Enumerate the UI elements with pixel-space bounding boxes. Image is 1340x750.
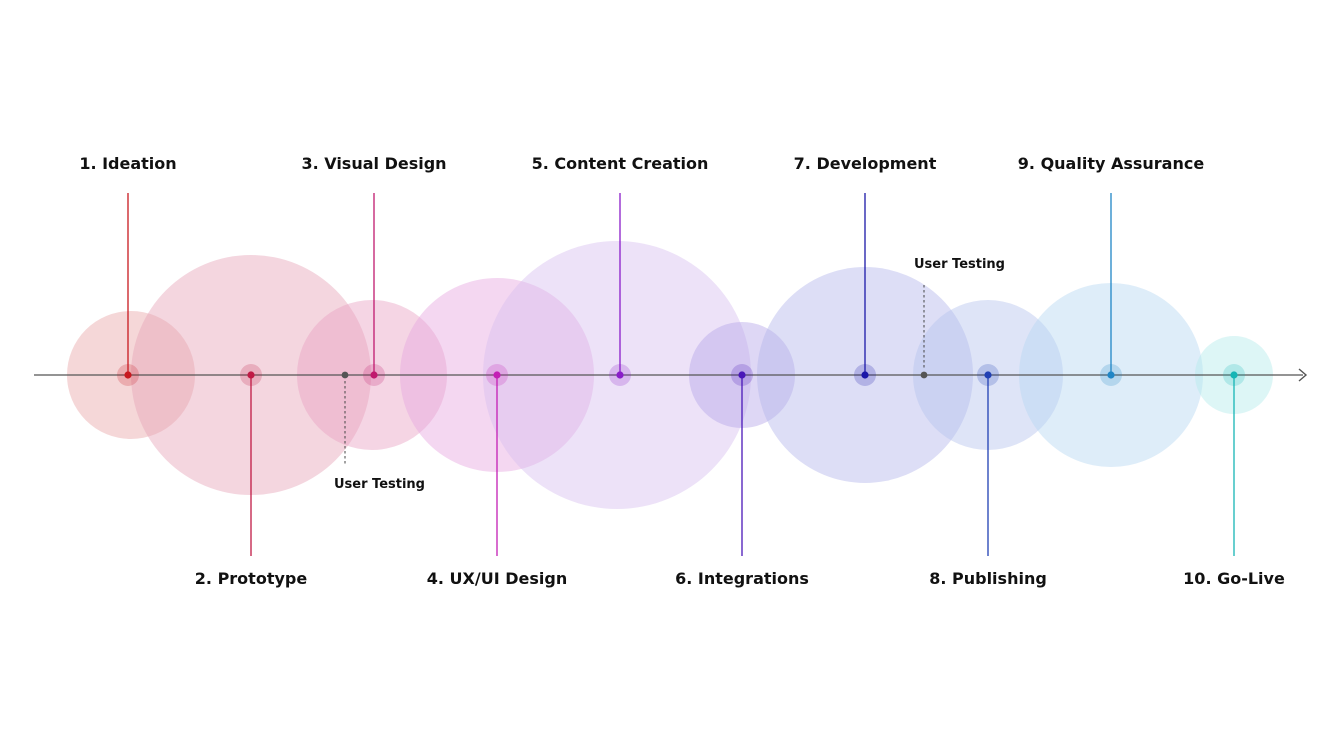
stage-label-10: 10. Go-Live xyxy=(1183,569,1285,588)
stage-label-9: 9. Quality Assurance xyxy=(1018,154,1205,173)
stage-marker-dot-10 xyxy=(1230,371,1238,379)
stage-labels: 1. Ideation 2. Prototype 3. Visual Design 4… xyxy=(79,154,1285,588)
stage-label-2: 2. Prototype xyxy=(195,569,308,588)
stage-marker-dot-3 xyxy=(370,371,378,379)
timeline-arrow-icon xyxy=(1298,368,1308,382)
stage-marker-dot-4 xyxy=(493,371,501,379)
stage-marker-dot-1 xyxy=(124,371,132,379)
user-testing-label-2: User Testing xyxy=(914,257,1005,272)
stage-marker-dot-5 xyxy=(616,371,624,379)
stage-marker-dot-2 xyxy=(247,371,255,379)
stage-leader-lines xyxy=(127,193,1235,556)
stage-label-5: 5. Content Creation xyxy=(532,154,709,173)
stage-label-4: 4. UX/UI Design xyxy=(427,569,567,588)
stage-label-6: 6. Integrations xyxy=(675,569,809,588)
stage-marker-dot-6 xyxy=(738,371,746,379)
timeline-axis xyxy=(34,368,1308,382)
stage-label-1: 1. Ideation xyxy=(79,154,176,173)
stage-marker-dot-9 xyxy=(1107,371,1115,379)
user-testing-label-1: User Testing xyxy=(334,477,425,492)
stage-markers xyxy=(117,364,1245,386)
user-testing-dot-1 xyxy=(341,371,349,379)
stage-label-8: 8. Publishing xyxy=(929,569,1047,588)
stage-marker-dot-7 xyxy=(861,371,869,379)
user-testing-dot-2 xyxy=(920,371,928,379)
stage-label-7: 7. Development xyxy=(794,154,937,173)
stage-marker-dot-8 xyxy=(984,371,992,379)
stage-label-3: 3. Visual Design xyxy=(301,154,446,173)
